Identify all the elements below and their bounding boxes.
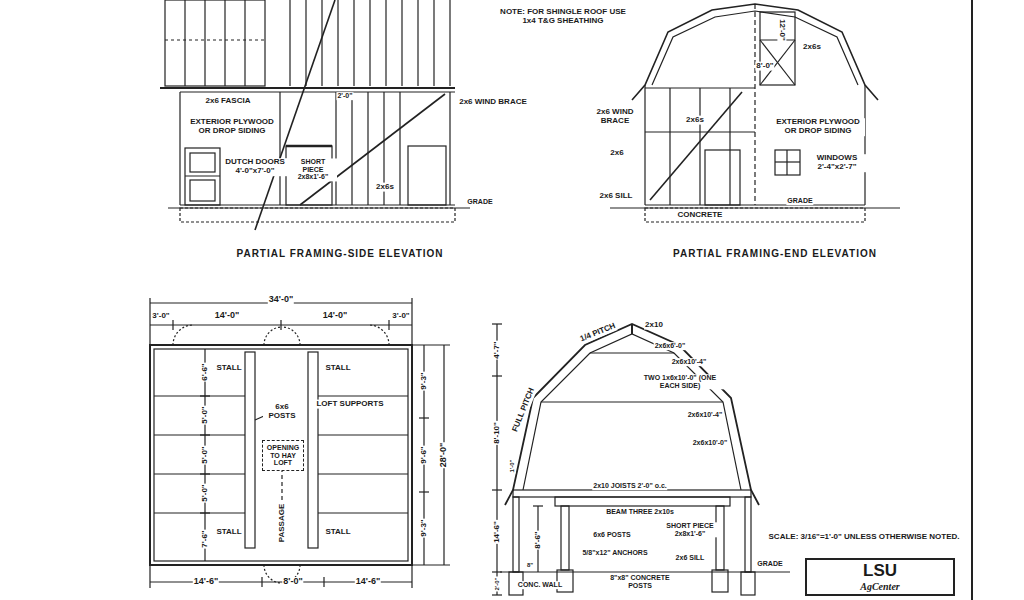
drawing-label: 2x6s — [685, 116, 705, 125]
drawing-label: SHORT PIECE 2x8x1'-6" — [289, 158, 337, 181]
drawing-label: SHORT PIECE 2x8x1'-6" — [662, 522, 718, 537]
drawing-label: CONCRETE — [677, 211, 724, 220]
drawing-label: 5'-0" — [201, 445, 210, 464]
drawing-label: STALL — [215, 364, 242, 373]
drawing-label: TWO 1x6x10'-0" (ONE EACH SIDE) — [633, 374, 727, 389]
drawing-label: 2x6 FASCIA — [205, 97, 252, 106]
node-text: OPENING TO HAY LOFT — [266, 444, 300, 467]
drawing-label: 28'-0" — [439, 442, 449, 468]
drawing-label: BEAM THREE 2x10s — [605, 508, 675, 516]
drawing-label: STALL — [324, 364, 351, 373]
floor-plan — [150, 298, 450, 588]
drawing-label: 2x6s — [375, 183, 395, 192]
drawing-label: 8'-0" — [282, 577, 303, 587]
drawing-label: 2x6x10'-4" — [671, 358, 708, 366]
drawing-label: CONC. WALL — [517, 581, 563, 589]
drawing-label: 2'-0" — [336, 92, 353, 100]
node-text: AgCenter — [809, 581, 951, 592]
drawing-label: 8'-10" — [493, 421, 502, 445]
drawing-label: 2x6 SILL — [675, 554, 706, 562]
drawing-label: 9'-3" — [420, 518, 429, 537]
drawing-label: 7'-6" — [201, 529, 210, 548]
drawing-label: 9'-6" — [420, 445, 429, 464]
drawing-label: 2x6 WIND BRACE — [592, 108, 638, 126]
drawing-label: GRADE — [466, 198, 493, 206]
drawing-label: 2x6x10'-0" — [692, 439, 729, 447]
drawing-label: 8" — [526, 562, 534, 569]
drawing-label: FULL PITCH — [511, 386, 537, 434]
drawing-label: EXTERIOR PLYWOOD OR DROP SIDING — [771, 118, 865, 136]
drawing-label: EXTERIOR PLYWOOD OR DROP SIDING — [185, 118, 279, 136]
drawing-label: 8"x8" CONCRETE POSTS — [609, 574, 671, 589]
drawing-label: 14'-6" — [355, 577, 381, 587]
drawing-label: 2x10 JOISTS 2'-0" o.c. — [592, 482, 667, 490]
drawing-label: 3'-0" — [151, 312, 170, 321]
drawing-label: 12'-0" — [778, 18, 787, 42]
drawing-label: 8'-6" — [534, 530, 543, 549]
drawing-label: WINDOWS 2'-4"x2'-7" — [804, 154, 870, 172]
drawing-label: 5'-0" — [201, 483, 210, 502]
drawing-label: 14'-0" — [214, 311, 240, 321]
drawing-label: PARTIAL FRAMING-END ELEVATION — [672, 248, 878, 259]
loft-opening-box: OPENING TO HAY LOFT — [262, 440, 304, 471]
drawing-label: 6'-6" — [201, 362, 210, 381]
drawing-label: 2x6x10'-4" — [687, 411, 724, 419]
drawing-label: 34'-0" — [268, 295, 294, 305]
drawing-label: 2x6x6'-0" — [654, 342, 687, 350]
drawing-label: GRADE — [786, 197, 813, 205]
drawing-label: 2x6 SILL — [599, 192, 634, 201]
drawing-label: 5'-0" — [201, 405, 210, 424]
drawing-label: 4'-7" — [493, 340, 502, 359]
drawing-label: 5/8"x12" ANCHORS — [581, 549, 648, 557]
drawing-label: GRADE — [756, 560, 783, 568]
cross-section — [492, 324, 790, 595]
drawing-label: 2x10 — [644, 321, 664, 330]
drawing-label: SCALE: 3/16"=1'-0" UNLESS OTHERWISE NOTE… — [768, 533, 961, 542]
drawing-label: 9'-3" — [420, 371, 429, 390]
drawing-label: 2x6s — [802, 43, 822, 52]
drawing-label: PASSAGE — [278, 503, 287, 544]
drawing-label: 14'-6" — [193, 577, 219, 587]
side-elevation — [160, 0, 470, 230]
drawing-label: STALL — [215, 528, 242, 537]
drawing-label: 2'-0" — [494, 577, 501, 592]
drawing-label: STALL — [324, 528, 351, 537]
drawing-label: LOFT SUPPORTS — [315, 400, 384, 409]
drawing-label: 3'-0" — [391, 312, 410, 321]
drawing-label: DUTCH DOORS 4'-0"x7'-0" — [222, 158, 288, 176]
drawing-label: 8'-0" — [755, 62, 774, 71]
node-text: LSU — [809, 562, 951, 581]
drawing-label: 6x6 POSTS — [263, 403, 301, 421]
drawing-label: PARTIAL FRAMING-SIDE ELEVATION — [235, 248, 444, 259]
drawing-label: 6x6 POSTS — [592, 531, 631, 539]
logo-box: LSUAgCenter — [805, 558, 955, 596]
drawing-label: 14'-6" — [493, 520, 502, 544]
drawing-label: 2x6 — [609, 149, 624, 158]
drawing-label: 2x6 WIND BRACE — [458, 98, 528, 107]
drawing-label: NOTE: FOR SHINGLE ROOF USE 1x4 T&G SHEAT… — [495, 8, 632, 26]
drawing-label: 14'-0" — [322, 311, 348, 321]
end-elevation — [610, 4, 900, 222]
drawing-label: 1'-0" — [509, 459, 516, 474]
